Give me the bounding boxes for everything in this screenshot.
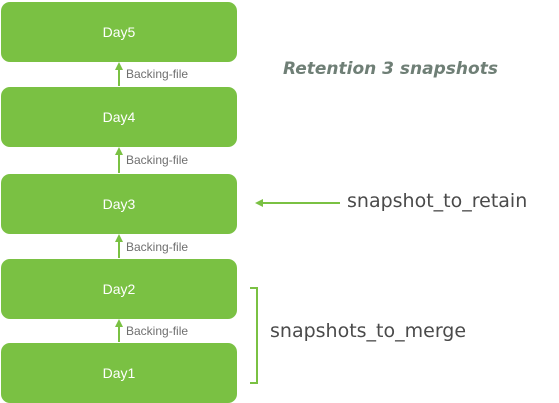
backing-file-label-4: Backing-file <box>126 324 189 338</box>
snapshots-to-merge-label: snapshots_to_merge <box>270 320 467 342</box>
day2-label: Day2 <box>102 281 136 297</box>
day5-box: Day5 <box>1 2 237 62</box>
day1-label: Day1 <box>102 365 136 381</box>
day3-box: Day3 <box>1 174 237 234</box>
day3-label: Day3 <box>102 196 136 212</box>
backing-file-label-3: Backing-file <box>126 240 189 254</box>
backing-file-label-2: Backing-file <box>126 153 189 167</box>
day4-label: Day4 <box>102 109 136 125</box>
retention-title: Retention 3 snapshots <box>283 59 498 79</box>
snapshot-to-retain-label: snapshot_to_retain <box>347 190 528 212</box>
merge-bracket <box>250 287 258 384</box>
backing-file-label-1: Backing-file <box>126 67 189 81</box>
day2-box: Day2 <box>1 259 237 319</box>
day1-box: Day1 <box>1 343 237 403</box>
day4-box: Day4 <box>1 87 237 147</box>
day5-label: Day5 <box>102 24 136 40</box>
